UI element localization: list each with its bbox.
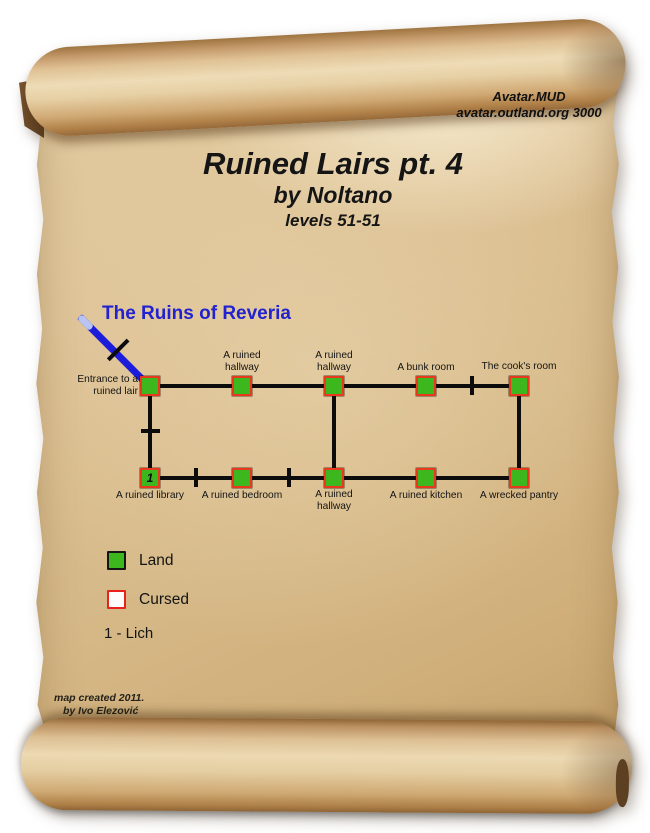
- server-name: Avatar.MUD: [492, 89, 566, 104]
- server-info: Avatar.MUD avatar.outland.org 3000: [429, 89, 629, 120]
- parchment-sheet: [36, 64, 619, 745]
- corridor-middle-column: [332, 386, 336, 478]
- room-entrance: [140, 376, 160, 396]
- door-tick-bunk-cook: [470, 376, 474, 395]
- door-tick-entrance-library: [141, 429, 160, 433]
- door-tick-library-bedroom: [194, 468, 198, 487]
- room-label-hallway-top-2: A ruined hallway: [315, 350, 353, 373]
- room-label-hallway-bottom: A ruined hallway: [315, 489, 353, 512]
- room-label-entrance: Entrance to a ruined lair: [77, 374, 138, 397]
- room-bedroom: [232, 468, 252, 488]
- door-tick-bedroom-hallway: [287, 468, 291, 487]
- credit-line-1: map created 2011.: [54, 692, 145, 704]
- room-label-cook: The cook's room: [481, 361, 557, 372]
- room-kitchen: [416, 468, 436, 488]
- map-levels: levels 51-51: [285, 211, 381, 230]
- room-hallway-top-1: [232, 376, 252, 396]
- land-swatch-icon: [107, 551, 126, 570]
- room-bunk: [416, 376, 436, 396]
- legend-label-land: Land: [139, 551, 174, 569]
- title-block: Ruined Lairs pt. 4 by Noltano levels 51-…: [8, 146, 650, 232]
- server-address: avatar.outland.org 3000: [456, 104, 602, 120]
- map-title: Ruined Lairs pt. 4: [202, 146, 464, 181]
- room-cook: [509, 376, 529, 396]
- room-label-hallway-top-1: A ruined hallway: [223, 350, 261, 373]
- legend-row-land: Land: [107, 551, 173, 570]
- room-label-kitchen: A ruined kitchen: [389, 490, 463, 501]
- map-author: by Noltano: [273, 182, 393, 208]
- map-credit: map created 2011. by Ivo Elezović: [54, 692, 144, 717]
- room-label-bedroom: A ruined bedroom: [201, 490, 283, 501]
- area-name-label: The Ruins of Reveria: [102, 303, 291, 324]
- legend-label-cursed: Cursed: [139, 590, 189, 608]
- credit-line-2: by Ivo Elezović: [63, 704, 139, 717]
- room-library: 1: [140, 468, 160, 488]
- corridor-right-column: [517, 386, 521, 478]
- legend-row-cursed: Cursed: [107, 590, 189, 609]
- room-pantry: [509, 468, 529, 488]
- legend-note-lich: 1 - Lich: [104, 625, 154, 642]
- room-hallway-bottom: [324, 468, 344, 488]
- room-hallway-top-2: [324, 376, 344, 396]
- room-label-bunk: A bunk room: [397, 362, 455, 373]
- river-path-tip: [77, 314, 95, 331]
- room-label-pantry: A wrecked pantry: [479, 490, 559, 501]
- room-label-library: A ruined library: [116, 490, 184, 501]
- lich-marker: 1: [146, 471, 154, 485]
- cursed-swatch-icon: [107, 590, 126, 609]
